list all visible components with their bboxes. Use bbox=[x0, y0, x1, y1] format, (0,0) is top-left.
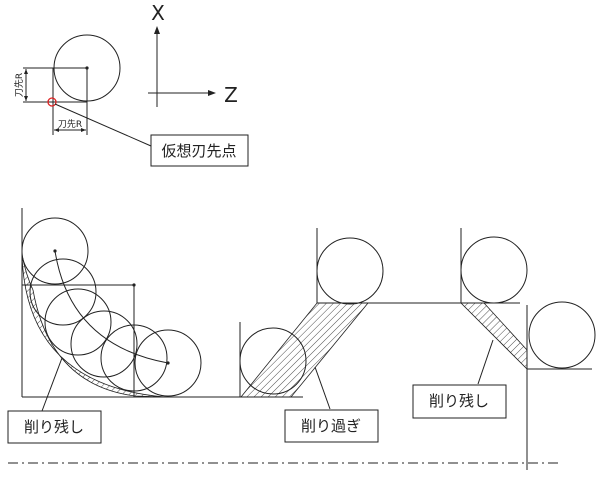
taper-overcut-example: 削り過ぎ bbox=[239, 228, 520, 443]
tool-nose-detail: 刀先R 刀先R 仮想刃先点 bbox=[13, 34, 249, 167]
callout-virtual-tip: 仮想刃先点 bbox=[161, 142, 236, 160]
z-axis-arrow-icon bbox=[208, 90, 216, 96]
x-axis-label: X bbox=[151, 1, 165, 25]
x-axis-arrow-icon bbox=[154, 26, 160, 34]
callout-undercut-right: 削り残し bbox=[429, 392, 489, 410]
arc-cut-example: 削り残し bbox=[7, 208, 303, 444]
leader-line bbox=[54, 103, 152, 147]
callout-overcut: 削り過ぎ bbox=[301, 417, 361, 435]
horizontal-dimension-label: 刀先R bbox=[58, 118, 82, 130]
coordinate-axes: X Z bbox=[148, 1, 238, 107]
taper-undercut-example: 削り残し bbox=[412, 228, 596, 470]
callout-box-undercut-left bbox=[7, 410, 102, 444]
virtual-tip-marker bbox=[47, 97, 57, 107]
callout-box-undercut-right bbox=[412, 384, 507, 419]
undercut-area-right bbox=[460, 302, 528, 370]
z-axis-label: Z bbox=[224, 83, 238, 107]
vertical-dimension-label: 刀先R bbox=[13, 73, 25, 97]
callout-box-virtual-tip bbox=[150, 134, 249, 167]
tool-center-path bbox=[54, 250, 169, 364]
callout-undercut-left: 削り残し bbox=[24, 418, 84, 436]
callout-box-overcut bbox=[284, 409, 379, 443]
